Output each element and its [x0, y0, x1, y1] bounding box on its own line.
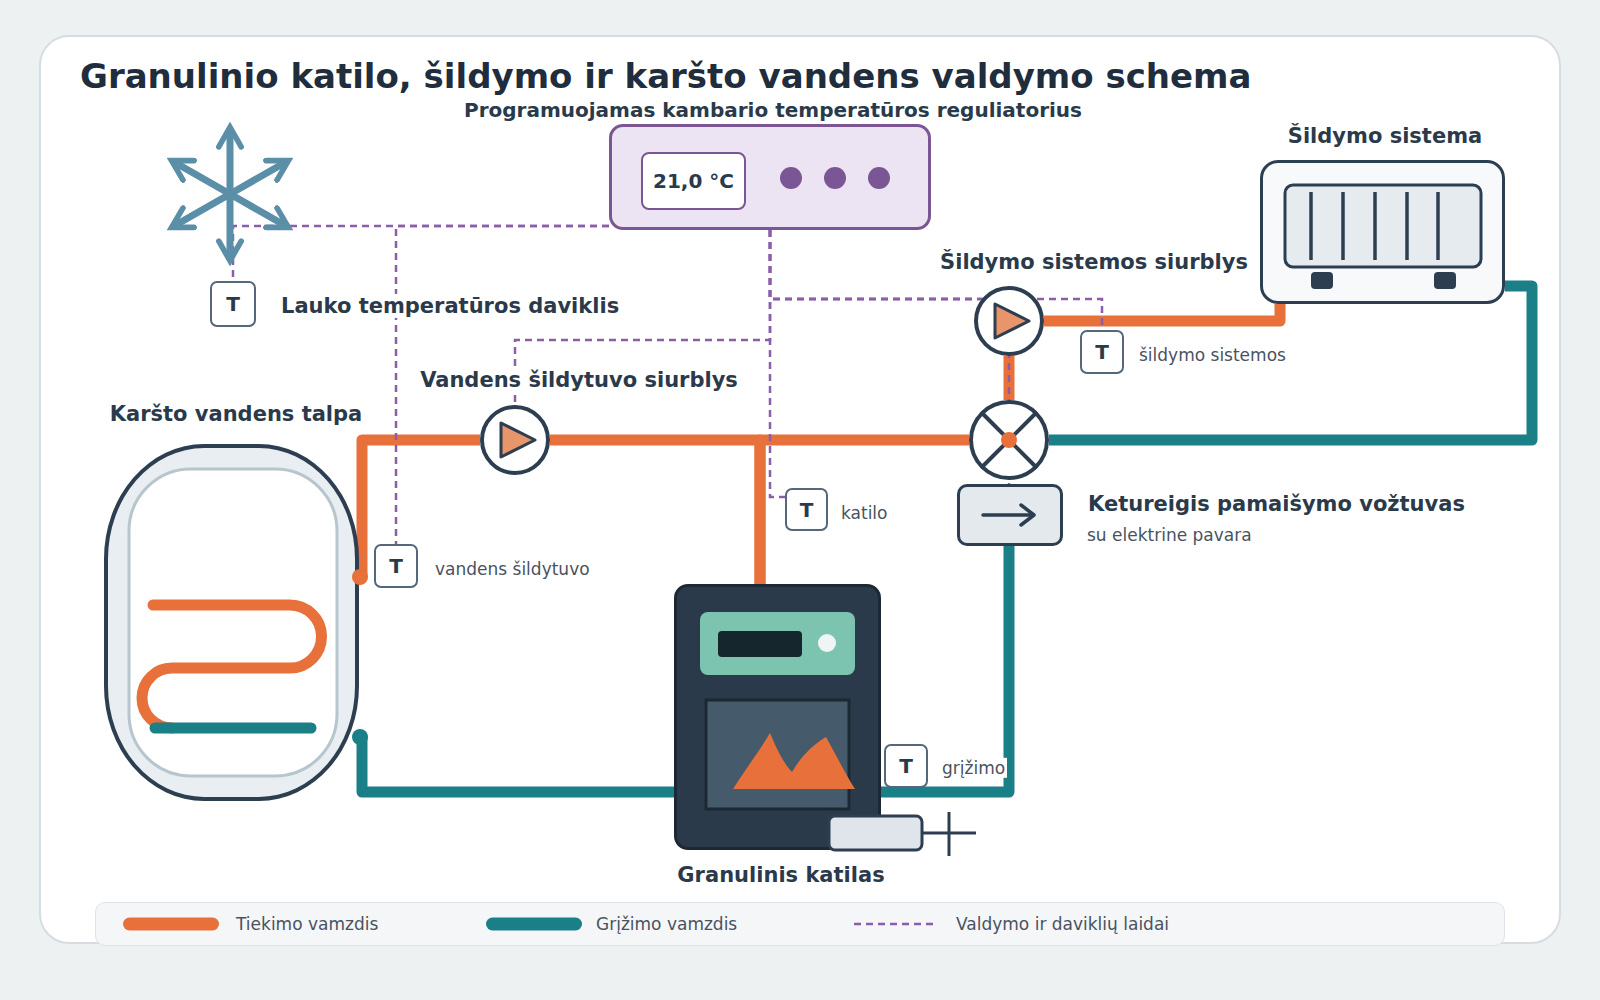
diagram-title: Granulinio katilo, šildymo ir karšto van…: [80, 59, 1251, 93]
label-holder: Ketureigis pamaišymo vožtuvas: [1085, 492, 1468, 516]
circle-outline: [969, 400, 1049, 480]
label-holder: vandens šildytuvo: [433, 559, 592, 579]
thermostat-buttons: [780, 167, 890, 189]
sensor-letter: T: [1095, 340, 1109, 364]
legend-panel: Tiekimo vamzdis Grįžimo vamzdis Valdymo ir…: [95, 902, 1505, 946]
valve-circle: Ketureigis pamaišymo vožtuvassu elektrin…: [969, 400, 1049, 480]
label-holder: Lauko temperatūros daviklis: [278, 294, 622, 318]
tank-shape: Karšto vandens talpa: [104, 444, 359, 801]
label-holder: Šildymo sistemos siurblys: [937, 250, 1251, 274]
label-holder: Programuojamas kambario temperatūros reg…: [461, 100, 1085, 121]
label-holder: Granulinis katilas: [674, 863, 887, 887]
node-label: Šildymo sistema: [1285, 124, 1485, 148]
supply-pipe: [1044, 304, 1280, 321]
valve-symbol: [981, 412, 1037, 525]
pump-circle: Šildymo sistemos siurblys: [974, 286, 1044, 356]
sensor-box: TLauko temperatūros daviklis: [210, 281, 256, 327]
control-wire: [233, 226, 609, 281]
label-holder: katilo: [839, 503, 889, 523]
circle-outline-shape: [971, 402, 1047, 478]
sensor-box: Tšildymo sistemos: [1080, 330, 1124, 374]
sensor-box: Tvandens šildytuvo: [374, 544, 418, 588]
sensor-letter: T: [389, 554, 403, 578]
sensor-box: Tkatilo: [785, 488, 828, 531]
thermostat-box: Programuojamas kambario temperatūros reg…: [609, 124, 931, 230]
label-holder: Karšto vandens talpa: [107, 402, 366, 426]
sensor-box: Tgrįžimo: [884, 744, 928, 788]
tank-interior: [129, 469, 368, 776]
node-label: Vandens šildytuvo siurblys: [417, 368, 741, 392]
circle-outline-shape: [976, 288, 1042, 354]
legend-label: Valdymo ir daviklių laidai: [956, 914, 1169, 934]
sensor-letter: T: [800, 498, 814, 522]
legend-swatch: [123, 918, 219, 931]
valve-actuator: [957, 484, 1063, 546]
legend-line-sample: [851, 919, 941, 929]
boiler-details: [700, 612, 976, 856]
return-pipe: [1049, 286, 1532, 440]
display-box: 21,0 °C: [641, 152, 746, 210]
label-holder: grįžimo: [940, 758, 1007, 778]
node-label: Lauko temperatūros daviklis: [278, 294, 622, 318]
legend-label: Tiekimo vamzdis: [236, 914, 378, 934]
circle-outline-shape: [482, 407, 548, 473]
node-label: Programuojamas kambario temperatūros reg…: [461, 100, 1085, 121]
node-label: Ketureigis pamaišymo vožtuvas: [1085, 492, 1468, 516]
pump-triangles: [501, 304, 1029, 457]
snowflake-icon: [174, 130, 286, 258]
radiator-icon: [1285, 185, 1481, 289]
circle-outline: [974, 286, 1044, 356]
circle-outline: [480, 405, 550, 475]
node-label: šildymo sistemos: [1137, 345, 1288, 365]
node-label: vandens šildytuvo: [433, 559, 592, 579]
pump-circle: Vandens šildytuvo siurblys: [480, 405, 550, 475]
node-label: Karšto vandens talpa: [107, 402, 366, 426]
control-wire: [770, 230, 1102, 330]
sensor-letter: T: [226, 292, 240, 316]
sensor-letter: 21,0 °C: [653, 169, 734, 193]
legend-swatch: [486, 918, 582, 931]
node-label: su elektrine pavara: [1085, 525, 1254, 545]
supply-pipe: [760, 440, 969, 584]
node-label: Granulinis katilas: [674, 863, 887, 887]
return-pipe: [881, 546, 1009, 792]
label-holder: su elektrine pavara: [1085, 525, 1254, 545]
node-label: Šildymo sistemos siurblys: [937, 250, 1251, 274]
node-label: grįžimo: [940, 758, 1007, 778]
radiator-box: Šildymo sistema: [1260, 160, 1505, 304]
label-holder: Šildymo sistema: [1285, 124, 1485, 148]
label-holder: šildymo sistemos: [1137, 345, 1288, 365]
node-label: katilo: [839, 503, 889, 523]
legend-label: Grįžimo vamzdis: [596, 914, 737, 934]
boiler-body: Granulinis katilas: [674, 584, 881, 850]
return-pipe: [359, 737, 674, 792]
sensor-letter: T: [899, 754, 913, 778]
control-wire: [770, 230, 785, 497]
label-holder: Vandens šildytuvo siurblys: [417, 368, 741, 392]
legend-dashed-line: [854, 923, 938, 926]
